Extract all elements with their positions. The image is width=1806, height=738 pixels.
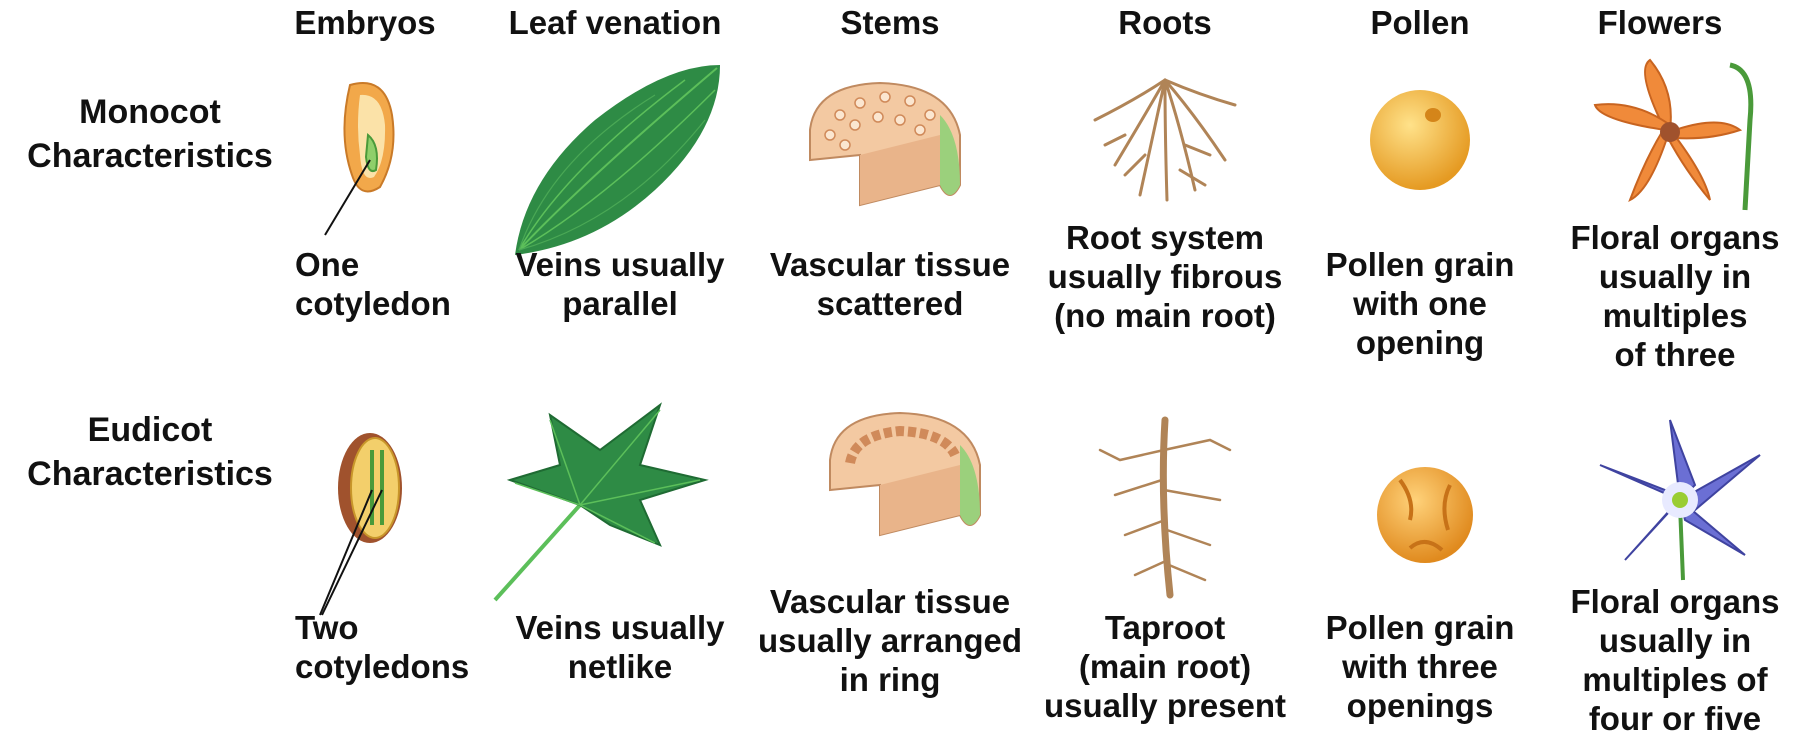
caption-line: usually present: [1030, 686, 1300, 725]
caption-line: four or five: [1545, 699, 1805, 738]
eudicot-flower-caption: Floral organs usually in multiples of fo…: [1545, 582, 1805, 738]
row-label-eudicot-line1: Eudicot: [0, 408, 300, 452]
eudicot-leaf-caption: Veins usually netlike: [500, 608, 740, 686]
monocot-embryo-caption: One cotyledon: [295, 245, 451, 323]
caption-line: cotyledon: [295, 284, 451, 323]
caption-line: multiples of: [1545, 660, 1805, 699]
monocot-flower-illustration: [1590, 60, 1760, 220]
caption-line: Two: [295, 608, 469, 647]
caption-line: opening: [1295, 323, 1545, 362]
row-label-eudicot: Eudicot Characteristics: [0, 408, 300, 496]
eudicot-flower-illustration: [1595, 415, 1765, 585]
caption-line: usually in: [1545, 621, 1805, 660]
caption-line: with three: [1295, 647, 1545, 686]
eudicot-leaf-illustration: [490, 405, 720, 605]
caption-line: usually arranged: [745, 621, 1035, 660]
caption-line: Vascular tissue: [745, 582, 1035, 621]
caption-line: in ring: [745, 660, 1035, 699]
monocot-stem-illustration: [800, 75, 970, 225]
header-flowers: Flowers: [1530, 4, 1790, 42]
caption-line: netlike: [500, 647, 740, 686]
monocot-leaf-illustration: [505, 60, 735, 260]
caption-line: Root system: [1030, 218, 1300, 257]
header-stems: Stems: [760, 4, 1020, 42]
caption-line: with one: [1295, 284, 1545, 323]
caption-line: parallel: [500, 284, 740, 323]
caption-line: openings: [1295, 686, 1545, 725]
monocot-embryo-illustration: [330, 75, 410, 205]
caption-line: Pollen grain: [1295, 245, 1545, 284]
caption-line: Floral organs: [1545, 582, 1805, 621]
monocot-pollen-illustration: [1365, 85, 1475, 195]
caption-line: (main root): [1030, 647, 1300, 686]
caption-line: scattered: [760, 284, 1020, 323]
eudicot-root-illustration: [1090, 420, 1240, 600]
caption-line: usually fibrous: [1030, 257, 1300, 296]
eudicot-embryo-caption: Two cotyledons: [295, 608, 469, 686]
caption-line: Pollen grain: [1295, 608, 1545, 647]
header-pollen: Pollen: [1290, 4, 1550, 42]
monocot-pollen-caption: Pollen grain with one opening: [1295, 245, 1545, 362]
caption-line: multiples: [1545, 296, 1805, 335]
eudicot-stem-illustration: [820, 405, 990, 555]
header-embryos: Embryos: [235, 4, 495, 42]
row-label-eudicot-line2: Characteristics: [0, 452, 300, 496]
eudicot-stem-caption: Vascular tissue usually arranged in ring: [745, 582, 1035, 699]
caption-line: Taproot: [1030, 608, 1300, 647]
eudicot-embryo-illustration: [330, 430, 410, 560]
header-roots: Roots: [1035, 4, 1295, 42]
row-label-monocot: Monocot Characteristics: [0, 90, 300, 178]
caption-line: One: [295, 245, 451, 284]
header-leaf-venation: Leaf venation: [485, 4, 745, 42]
caption-line: Vascular tissue: [760, 245, 1020, 284]
caption-line: of three: [1545, 335, 1805, 374]
caption-line: (no main root): [1030, 296, 1300, 335]
caption-line: Veins usually: [500, 608, 740, 647]
caption-line: cotyledons: [295, 647, 469, 686]
eudicot-pollen-illustration: [1370, 460, 1480, 570]
caption-line: Veins usually: [500, 245, 740, 284]
monocot-root-illustration: [1085, 75, 1245, 205]
row-label-monocot-line1: Monocot: [0, 90, 300, 134]
monocot-flower-caption: Floral organs usually in multiples of th…: [1545, 218, 1805, 374]
caption-line: Floral organs: [1545, 218, 1805, 257]
row-label-monocot-line2: Characteristics: [0, 134, 300, 178]
monocot-root-caption: Root system usually fibrous (no main roo…: [1030, 218, 1300, 335]
monocot-stem-caption: Vascular tissue scattered: [760, 245, 1020, 323]
eudicot-pollen-caption: Pollen grain with three openings: [1295, 608, 1545, 725]
caption-line: usually in: [1545, 257, 1805, 296]
monocot-leaf-caption: Veins usually parallel: [500, 245, 740, 323]
eudicot-root-caption: Taproot (main root) usually present: [1030, 608, 1300, 725]
